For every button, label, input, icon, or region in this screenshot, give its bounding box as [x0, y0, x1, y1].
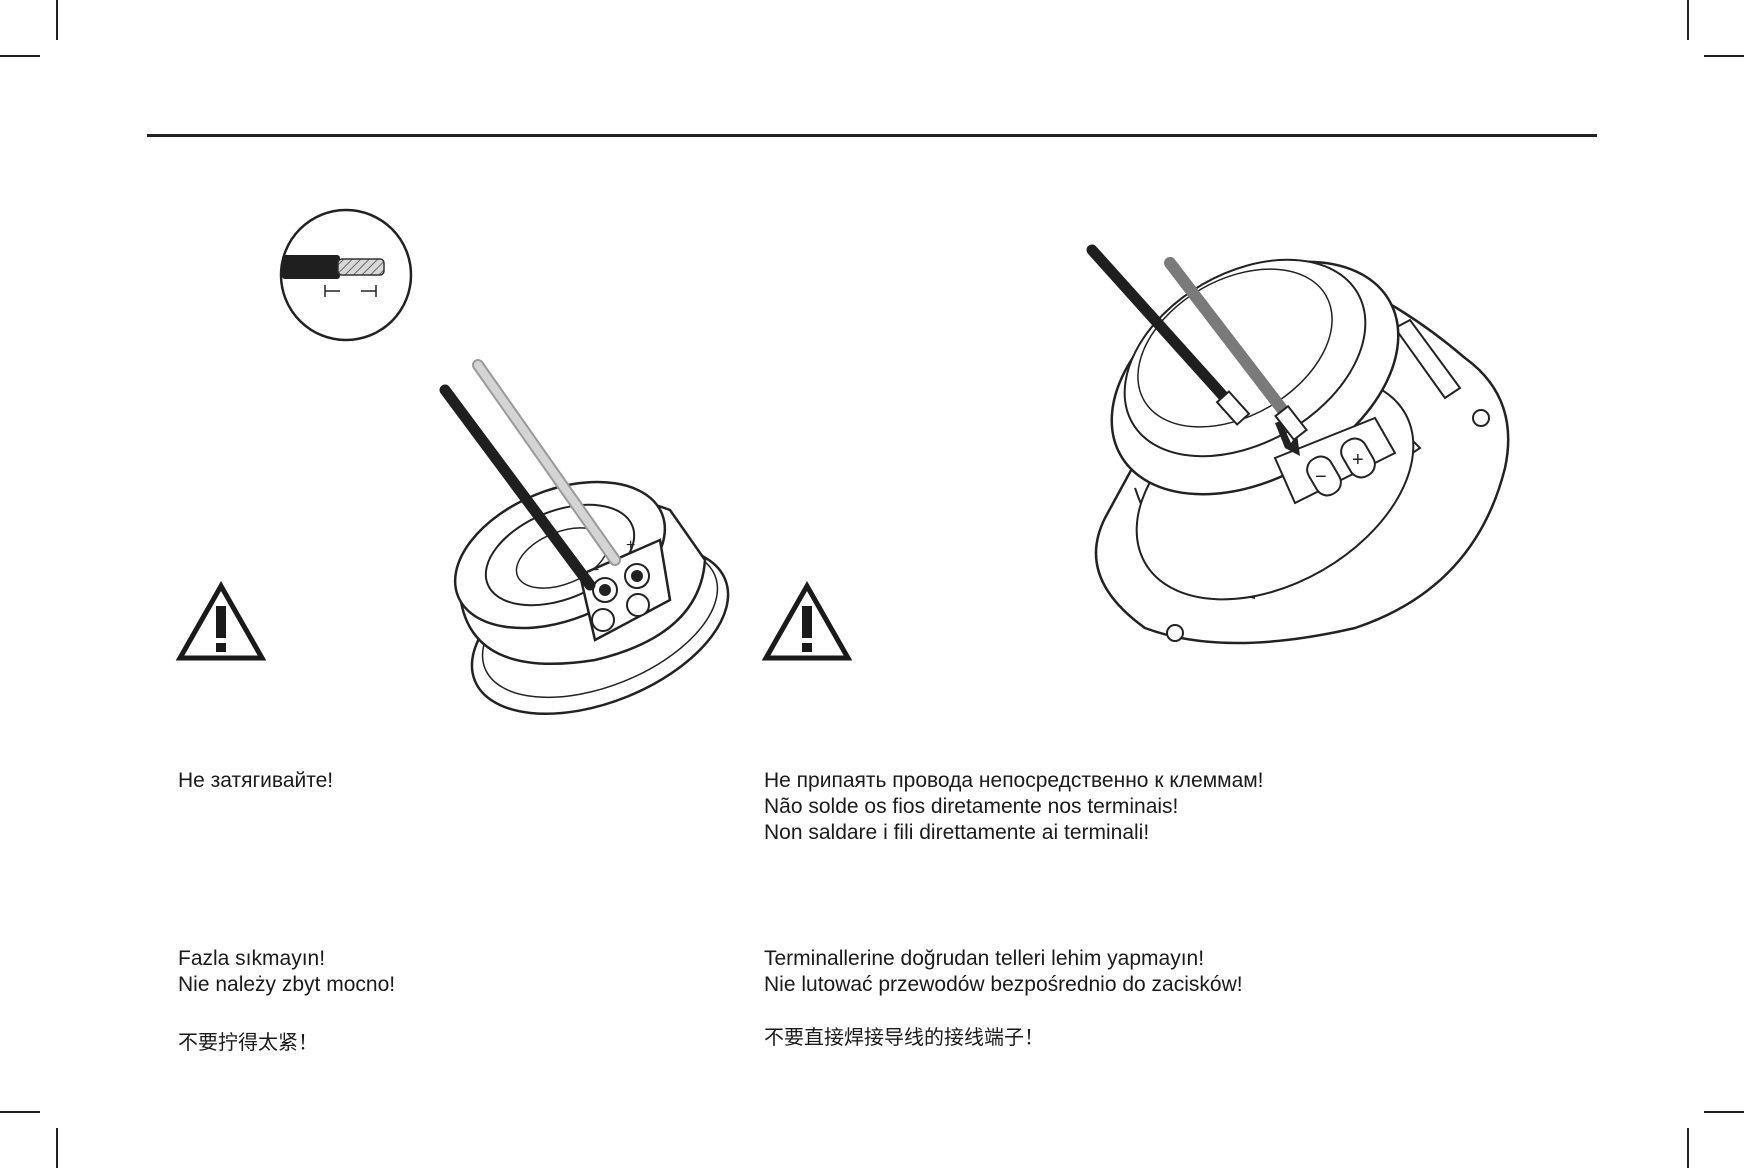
- caption-block-left-bottom: Fazla sıkmayın! Nie należy zbyt mocno!: [178, 946, 395, 998]
- crop-mark: [1687, 0, 1689, 40]
- warning-triangle-icon: [175, 580, 267, 661]
- caption-pl: Nie należy zbyt mocno!: [178, 973, 396, 996]
- warning-triangle-icon: [761, 580, 853, 661]
- crop-mark: [56, 0, 58, 40]
- svg-text:−: −: [590, 562, 599, 579]
- caption-ru: Не затягивайте!: [178, 769, 334, 792]
- caption-pl: Nie lutować przewodów bezpośrednio do za…: [764, 973, 1243, 996]
- caption-zh: 不要直接焊接导线的接线端子！: [764, 1025, 1044, 1049]
- crop-mark: [0, 1111, 40, 1113]
- caption-block-right-bottom: Terminallerine doğrudan telleri lehim ya…: [764, 946, 1243, 998]
- caption-it: Non saldare i fili direttamente ai termi…: [764, 821, 1150, 844]
- caption-tr: Fazla sıkmayın!: [178, 947, 326, 970]
- crop-mark: [1687, 1128, 1689, 1168]
- header-rule: [147, 134, 1597, 137]
- caption-pt: Não solde os fios diretamente nos termin…: [764, 795, 1179, 818]
- wire-strip-detail-illustration: [279, 208, 413, 342]
- caption-zh: 不要拧得太紧！: [178, 1030, 318, 1054]
- crop-mark: [56, 1128, 58, 1168]
- woofer-wiring-illustration: − +: [1086, 244, 1510, 645]
- caption-block-left-top: Не затягивайте!: [178, 768, 333, 794]
- svg-text:+: +: [1352, 449, 1364, 471]
- crop-mark: [0, 55, 40, 57]
- caption-ru: Не припаять провода непосредственно к кл…: [764, 769, 1264, 792]
- tweeter-wiring-illustration: − +: [439, 359, 730, 715]
- crop-mark: [1704, 55, 1744, 57]
- caption-block-right-top: Не припаять провода непосредственно к кл…: [764, 768, 1264, 846]
- caption-tr: Terminallerine doğrudan telleri lehim ya…: [764, 947, 1205, 970]
- crop-mark: [1704, 1111, 1744, 1113]
- svg-text:+: +: [626, 537, 635, 554]
- svg-text:−: −: [1315, 466, 1327, 488]
